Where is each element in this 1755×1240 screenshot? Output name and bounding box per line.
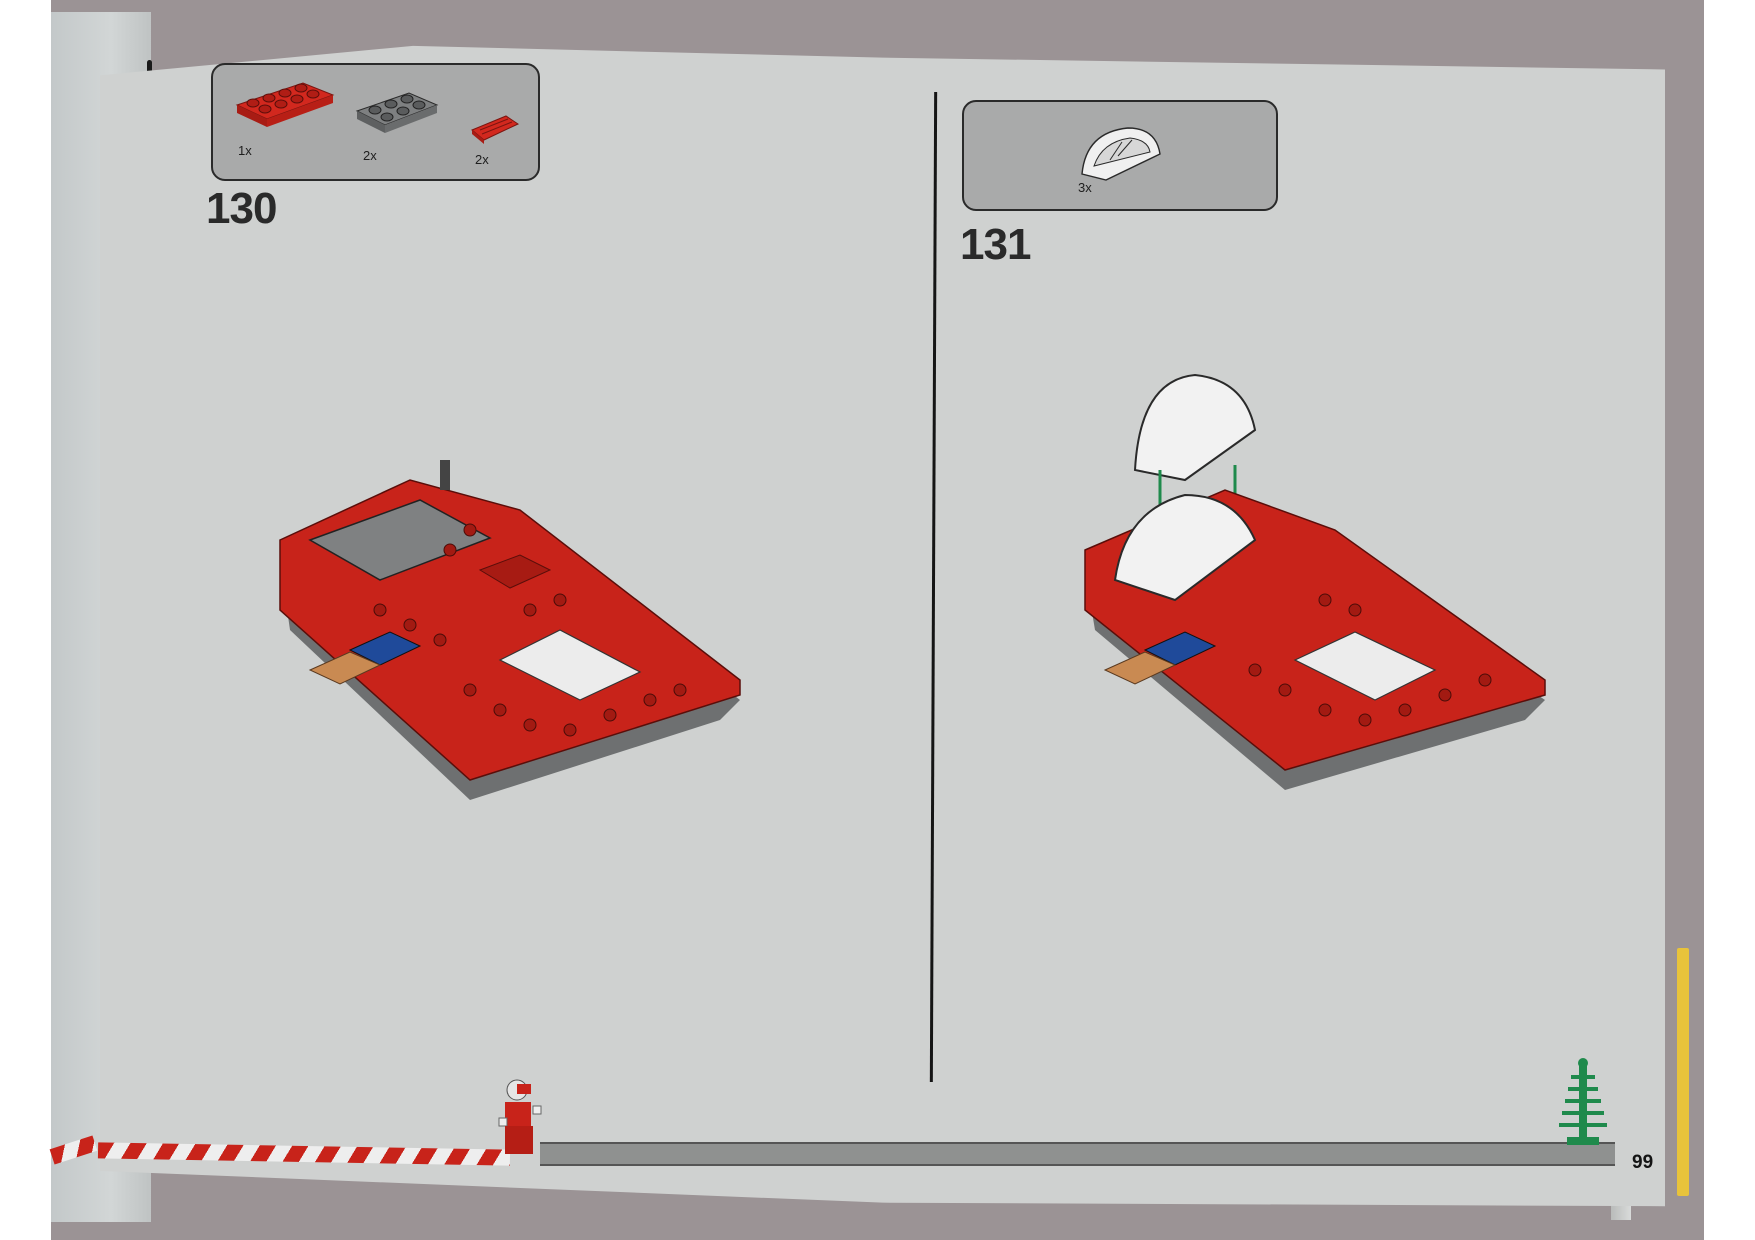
model-step-130 — [279, 460, 741, 800]
red-plate-2x4-icon — [235, 82, 335, 127]
parts-callout-step-131: 3x — [962, 100, 1278, 211]
part-qty: 1x — [238, 143, 252, 158]
parts-callout-step-130: 1x 2x 2x — [211, 63, 540, 181]
page-number: 99 — [1632, 1152, 1654, 1173]
part-qty: 3x — [1078, 180, 1092, 195]
ground-strip — [540, 1142, 1615, 1166]
part-qty: 2x — [475, 152, 489, 167]
part-qty: 2x — [363, 148, 377, 163]
step-number-131: 131 — [960, 220, 1031, 269]
pine-tree-icon — [1559, 1058, 1607, 1145]
gray-plate-2x3-icon — [355, 92, 439, 133]
santa-minifig-icon — [498, 1079, 542, 1154]
red-grille-slope-icon — [471, 115, 520, 144]
step-number-130: 130 — [206, 184, 277, 233]
model-step-131 — [1084, 373, 1546, 790]
white-half-arch-windscreen-icon — [1081, 127, 1161, 181]
yellow-page-tab — [1677, 948, 1689, 1196]
